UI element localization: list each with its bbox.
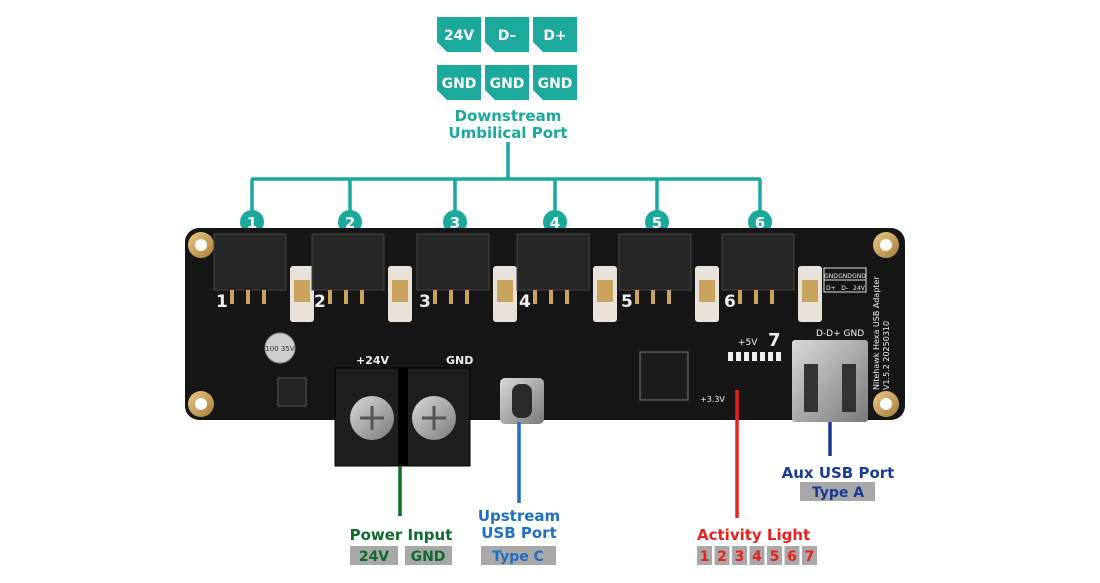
pin-box-top: D– <box>485 17 529 52</box>
board-silk-name: Nitehawk Hexa USB Adapter V1.5.2 2025031… <box>872 276 891 390</box>
upstream-title-line1: Upstream <box>478 507 560 525</box>
silk-3v3: +3.3V <box>700 395 725 404</box>
umbilical-pinout: 24V GND D– GND D+ GND Downstream Umbilical Po… <box>240 17 772 234</box>
svg-text:GND: GND <box>824 273 838 280</box>
port-number: 2 <box>345 214 355 232</box>
silk-port-number: 5 <box>621 292 633 312</box>
port-number: 4 <box>550 214 560 232</box>
svg-text:GND: GND <box>852 273 866 280</box>
aux-title: Aux USB Port <box>782 464 895 482</box>
umbilical-title-line1: Downstream <box>455 107 562 125</box>
activity-tag: 1 <box>700 549 710 565</box>
umbilical-connector <box>213 233 287 291</box>
capacitor-label: 100 35V <box>265 345 294 353</box>
umbilical-bus-line <box>251 142 761 181</box>
silk-24v: +24V <box>356 354 390 367</box>
usb-a-port <box>792 340 868 422</box>
svg-text:Nitehawk Hexa USB Adapter: Nitehawk Hexa USB Adapter <box>872 276 881 390</box>
pin-box-top: 24V <box>437 17 481 52</box>
power-input-title: Power Input <box>350 526 453 544</box>
silk-5v: +5V <box>738 338 758 348</box>
activity-tag-box <box>784 546 800 565</box>
svg-text:GND: GND <box>838 273 852 280</box>
upstream-tag: Type C <box>492 549 544 565</box>
power-tag-gnd: GND <box>411 549 446 565</box>
activity-led <box>752 352 757 361</box>
activity-tag: 6 <box>787 549 797 565</box>
activity-tag-box <box>749 546 765 565</box>
svg-text:D–: D– <box>498 28 517 44</box>
port-number: 5 <box>652 214 662 232</box>
activity-tag-box <box>802 546 817 565</box>
activity-tag: 4 <box>752 549 762 565</box>
port-number: 6 <box>755 214 765 232</box>
power-input-label: Power Input 24V GND <box>350 526 453 565</box>
aux-usb-label: Aux USB Port Type A <box>782 464 895 501</box>
svg-text:D+: D+ <box>826 285 836 292</box>
svg-text:GND: GND <box>442 76 477 92</box>
inductor <box>277 377 307 407</box>
umbilical-connector <box>618 233 692 291</box>
svg-text:D–: D– <box>841 285 849 292</box>
mounting-holes <box>188 232 899 417</box>
activity-title: Activity Light <box>697 526 810 544</box>
silk-gnd: GND <box>446 354 473 367</box>
svg-text:D+: D+ <box>543 28 566 44</box>
upstream-title-line2: USB Port <box>481 524 557 542</box>
svg-text:24V: 24V <box>444 28 474 44</box>
silk-port-number: 6 <box>724 292 736 312</box>
activity-tag-box <box>767 546 782 565</box>
silk-port-number: 2 <box>314 292 326 312</box>
silk-led-7: 7 <box>768 330 781 351</box>
mcu-chip <box>639 351 689 401</box>
silk-port-number: 3 <box>419 292 431 312</box>
activity-tag-box <box>714 546 730 565</box>
aux-tag: Type A <box>812 485 864 501</box>
umbilical-connector <box>721 233 795 291</box>
power-terminal-block <box>334 367 471 467</box>
pin-box-top: D+ <box>533 17 577 52</box>
activity-led <box>736 352 741 361</box>
activity-tag-box <box>732 546 747 565</box>
activity-tag: 2 <box>717 549 727 565</box>
upstream-usb-label: Upstream USB Port Type C <box>478 507 560 565</box>
silk-port-number: 1 <box>216 292 228 312</box>
svg-text:V1.5.2 20250310: V1.5.2 20250310 <box>882 321 891 390</box>
silk-usb-pins: D-D+ GND <box>816 329 864 339</box>
capacitor <box>264 332 296 364</box>
activity-leds: 7 <box>728 330 781 361</box>
activity-tag: 5 <box>770 549 780 565</box>
pcb-board: 1 2 3 4 5 6 100 35V +24V GND +5V +3.3V D-D+ G… <box>185 228 905 467</box>
pin-box-gnd: GND <box>533 65 577 100</box>
activity-tag: 3 <box>735 549 745 565</box>
port-number: 3 <box>450 214 460 232</box>
umbilical-connector <box>311 233 385 291</box>
activity-led <box>728 352 733 361</box>
umbilical-title-line2: Umbilical Port <box>448 124 567 142</box>
umbilical-connector <box>416 233 490 291</box>
activity-tag: 7 <box>805 549 815 565</box>
activity-tag-box <box>697 546 712 565</box>
pin-box-gnd: GND <box>437 65 481 100</box>
silk-port-number: 4 <box>519 292 531 312</box>
port-number: 1 <box>247 214 257 232</box>
svg-text:GND: GND <box>538 76 573 92</box>
activity-led <box>768 352 773 361</box>
umbilical-connector <box>516 233 590 291</box>
svg-text:24V: 24V <box>853 285 866 292</box>
activity-led <box>744 352 749 361</box>
power-tag-24v: 24V <box>359 549 389 565</box>
svg-text:GND: GND <box>490 76 525 92</box>
pin-box-gnd: GND <box>485 65 529 100</box>
activity-led <box>760 352 765 361</box>
activity-led <box>776 352 781 361</box>
